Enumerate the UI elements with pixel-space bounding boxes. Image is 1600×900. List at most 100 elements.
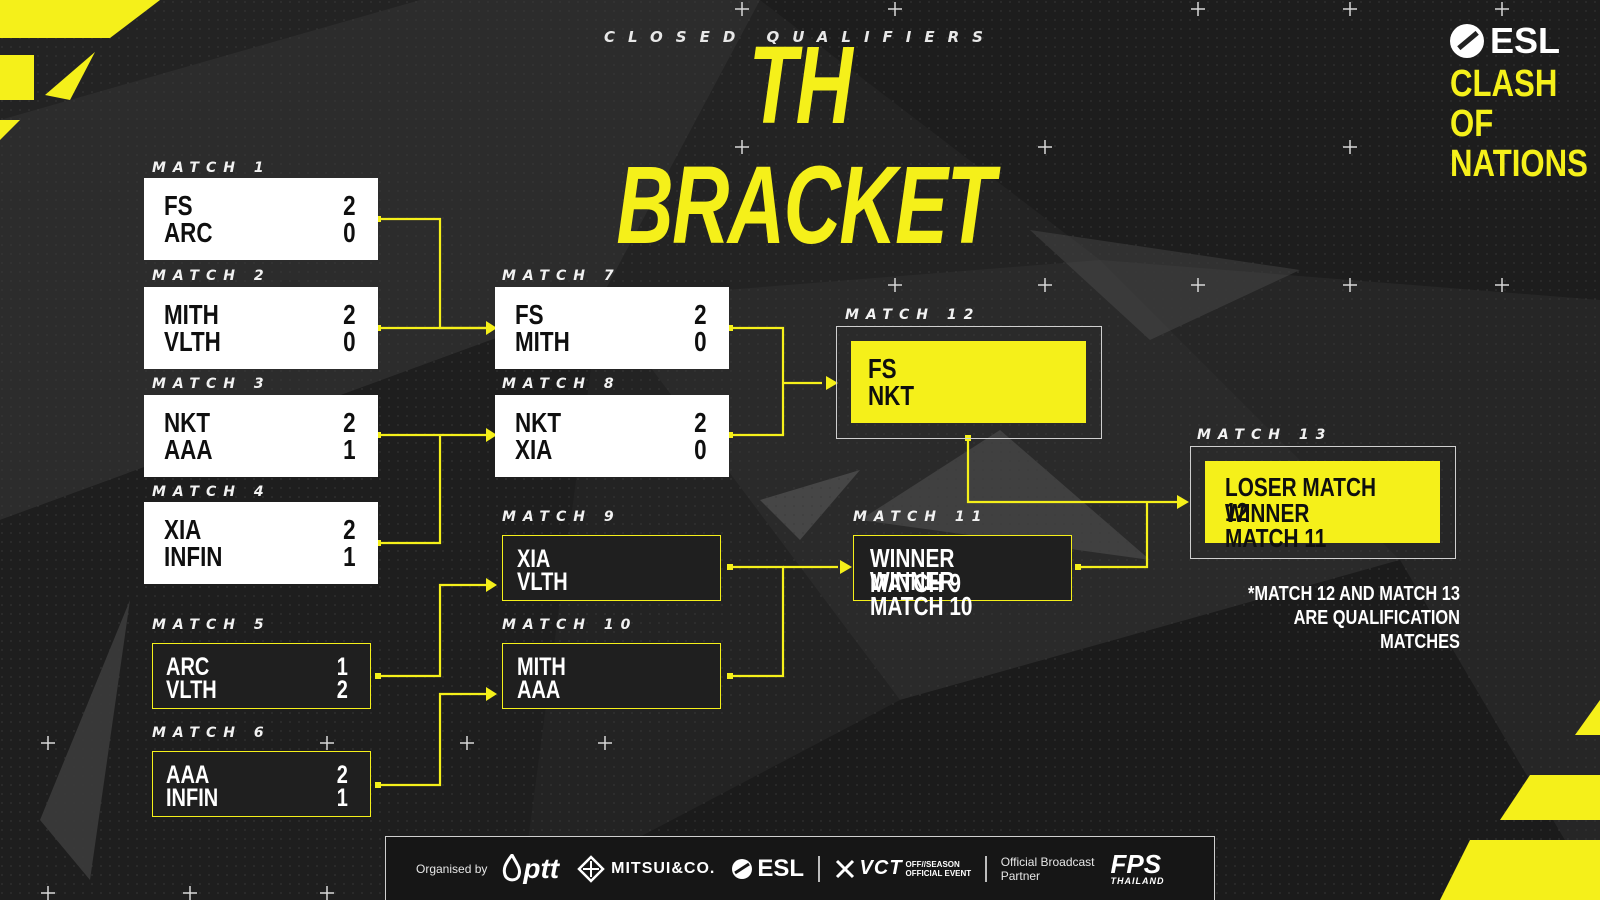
mitsui-logo: MITSUI&CO. — [577, 854, 716, 883]
match-9-team-2: VLTH — [517, 568, 568, 596]
match-2-team-1: MITH — [164, 299, 219, 330]
match-5-team-2: VLTH — [166, 676, 217, 704]
match-7-card: FS 2 MITH 0 — [495, 287, 729, 369]
vct-x-icon — [835, 859, 854, 878]
match-6-score-2: 1 — [336, 784, 348, 812]
esl-sponsor-icon — [732, 858, 753, 879]
match-11-label: MATCH 11 — [853, 509, 989, 525]
match-2-card: MITH 2 VLTH 0 — [144, 287, 378, 369]
match-5-team-1: ARC — [166, 653, 210, 681]
match-5-score-1: 1 — [336, 653, 348, 681]
match-7-label: MATCH 7 — [502, 268, 621, 284]
match-13-team-2: WINNER MATCH 11 — [1225, 498, 1327, 553]
match-8-score-1: 2 — [694, 407, 707, 438]
match-4-card: XIA 2 INFIN 1 — [144, 502, 378, 584]
match-2-score-1: 2 — [343, 299, 356, 330]
sponsor-bar: Organised by ptt MITSUI&CO. ESL VCT OFF/… — [385, 836, 1215, 900]
match-9-team-1: XIA — [517, 545, 551, 573]
match-12-card: FS NKT — [851, 341, 1086, 423]
match-1-label: MATCH 1 — [152, 160, 271, 176]
fps-thailand-logo: FPS THAILAND — [1110, 848, 1165, 886]
match-2-team-2: VLTH — [164, 326, 221, 357]
match-4-team-1: XIA — [164, 514, 202, 545]
match-6-team-2: INFIN — [166, 784, 219, 812]
match-11-team-1: WINNER MATCH 9 — [870, 543, 961, 598]
match-4-score-2: 1 — [343, 541, 356, 572]
match-13-frame — [1190, 446, 1456, 559]
match-7-team-2: MITH — [515, 326, 570, 357]
match-9-card: XIA VLTH — [502, 535, 721, 601]
ptt-logo-text: ptt — [523, 852, 560, 884]
match-11-team-2: WINNER MATCH 10 — [870, 566, 973, 621]
esl-sponsor-logo: ESL — [731, 855, 804, 883]
match-13-label: MATCH 13 — [1197, 427, 1333, 443]
fps-sub-text: THAILAND — [1110, 875, 1165, 886]
organised-by-label: Organised by — [416, 861, 488, 876]
qualification-note: *MATCH 12 AND MATCH 13 ARE QUALIFICATION… — [1247, 583, 1460, 653]
match-3-score-1: 2 — [343, 407, 356, 438]
match-6-score-1: 2 — [336, 761, 348, 789]
match-4-score-1: 2 — [343, 514, 356, 545]
match-3-card: NKT 2 AAA 1 — [144, 395, 378, 477]
vct-sub-2: OFFICIAL EVENT — [905, 868, 972, 878]
match-10-label: MATCH 10 — [502, 617, 638, 633]
ptt-flame-icon — [503, 853, 522, 881]
esl-sponsor-text: ESL — [757, 854, 805, 882]
ptt-logo: ptt — [501, 853, 559, 885]
match-4-team-2: INFIN — [164, 541, 223, 572]
match-6-team-1: AAA — [166, 761, 210, 789]
vct-sublabel: OFF//SEASON OFFICIAL EVENT — [906, 860, 972, 878]
broadcast-partner-label: Official Broadcast Partner — [1000, 854, 1095, 883]
match-8-card: NKT 2 XIA 0 — [495, 395, 729, 477]
match-12-team-1: FS — [868, 353, 897, 384]
match-13-team-1: LOSER MATCH 12 — [1225, 472, 1376, 527]
match-12-frame — [836, 326, 1102, 439]
esl-logo-text: ESL — [1490, 20, 1561, 61]
vct-logo: VCT OFF//SEASON OFFICIAL EVENT — [834, 857, 972, 880]
brand-logo: ESL CLASH OF NATIONS — [1450, 22, 1590, 184]
match-8-label: MATCH 8 — [502, 376, 621, 392]
match-8-team-2: XIA — [515, 434, 553, 465]
event-name: CLASH OF NATIONS — [1450, 63, 1588, 185]
bracket-title: TH BRACKET — [616, 24, 995, 267]
match-12-label: MATCH 12 — [845, 307, 981, 323]
match-1-score-2: 0 — [343, 217, 356, 248]
vct-logo-text: VCT — [859, 857, 903, 879]
match-12-team-2: NKT — [868, 380, 915, 411]
match-3-label: MATCH 3 — [152, 376, 271, 392]
mitsui-logo-text: MITSUI&CO. — [611, 859, 716, 877]
match-2-score-2: 0 — [343, 326, 356, 357]
match-8-score-2: 0 — [694, 434, 707, 465]
match-3-score-2: 1 — [343, 434, 356, 465]
match-4-label: MATCH 4 — [152, 484, 271, 500]
vct-sub-1: OFF//SEASON — [905, 859, 960, 869]
match-1-team-2: ARC — [164, 217, 213, 248]
match-10-card: MITH AAA — [502, 643, 721, 709]
fps-logo-text: FPS — [1110, 848, 1162, 879]
match-10-team-2: AAA — [517, 676, 561, 704]
esl-mark-icon — [1450, 24, 1484, 58]
match-7-team-1: FS — [515, 299, 544, 330]
match-6-card: AAA 2 INFIN 1 — [152, 751, 371, 817]
match-9-label: MATCH 9 — [502, 509, 621, 525]
match-10-team-1: MITH — [517, 653, 566, 681]
match-13-card: LOSER MATCH 12 WINNER MATCH 11 — [1205, 461, 1440, 551]
match-8-team-1: NKT — [515, 407, 562, 438]
match-7-score-1: 2 — [694, 299, 707, 330]
match-3-team-1: NKT — [164, 407, 211, 438]
match-6-label: MATCH 6 — [152, 725, 271, 741]
match-5-card: ARC 1 VLTH 2 — [152, 643, 371, 709]
match-11-card: WINNER MATCH 9 WINNER MATCH 10 — [853, 535, 1072, 619]
esl-logo: ESL — [1450, 22, 1590, 60]
match-5-label: MATCH 5 — [152, 617, 271, 633]
match-1-team-1: FS — [164, 190, 193, 221]
match-5-score-2: 2 — [336, 676, 348, 704]
match-3-team-2: AAA — [164, 434, 213, 465]
match-7-score-2: 0 — [694, 326, 707, 357]
sponsor-divider — [818, 855, 820, 882]
sponsor-divider-2 — [985, 855, 987, 882]
match-2-label: MATCH 2 — [152, 268, 271, 284]
